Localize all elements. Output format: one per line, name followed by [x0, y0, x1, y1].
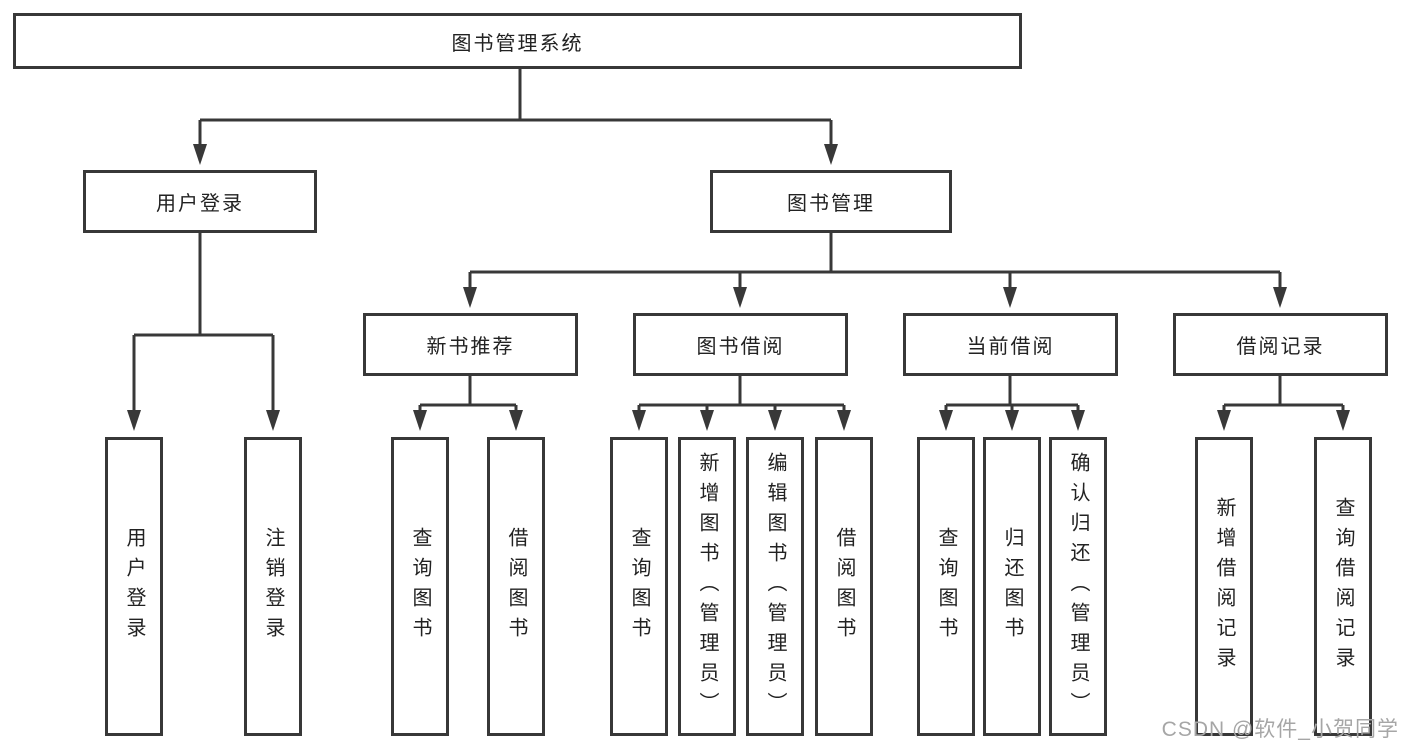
node-book-management-system: 图书管理系统 [13, 13, 1022, 69]
leaf-edit-books-admin: 编辑图书（管理员） [746, 437, 804, 736]
node-book-borrow: 图书借阅 [633, 313, 848, 376]
node-new-book-recommend: 新书推荐 [363, 313, 578, 376]
leaf-query-borrow-record: 查询借阅记录 [1314, 437, 1372, 736]
leaf-confirm-return-admin: 确认归还（管理员） [1049, 437, 1107, 736]
leaf-query-books-borrow: 查询图书 [610, 437, 668, 736]
leaf-logout: 注销登录 [244, 437, 302, 736]
leaf-return-books: 归还图书 [983, 437, 1041, 736]
leaf-add-borrow-record: 新增借阅记录 [1195, 437, 1253, 736]
node-current-borrow: 当前借阅 [903, 313, 1118, 376]
watermark: CSDN @软件_小贺同学 [1161, 718, 1399, 741]
leaf-user-login: 用户登录 [105, 437, 163, 736]
leaf-add-books-admin: 新增图书（管理员） [678, 437, 736, 736]
leaf-borrow-books: 借阅图书 [815, 437, 873, 736]
node-borrow-records: 借阅记录 [1173, 313, 1388, 376]
leaf-query-books-current: 查询图书 [917, 437, 975, 736]
node-user-login: 用户登录 [83, 170, 317, 233]
leaf-borrow-books-recommend: 借阅图书 [487, 437, 545, 736]
leaf-query-books-recommend: 查询图书 [391, 437, 449, 736]
node-book-management: 图书管理 [710, 170, 952, 233]
